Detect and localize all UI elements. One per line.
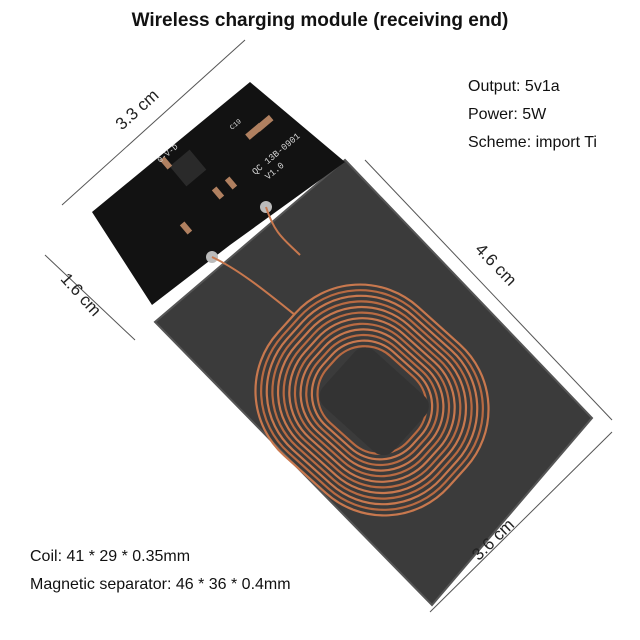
spec-scheme: Scheme: import Ti xyxy=(468,134,597,151)
ic-chip xyxy=(169,149,207,187)
coil-turn xyxy=(265,294,479,506)
coil-turn xyxy=(305,333,439,467)
coil-leads xyxy=(211,206,301,316)
spec-output: Output: 5v1a xyxy=(468,78,560,95)
coil-turn xyxy=(271,300,473,500)
coil-turn xyxy=(299,328,445,472)
coil-center xyxy=(319,347,429,456)
coil-turn xyxy=(288,317,456,483)
dimension-lines xyxy=(44,39,613,613)
spec-power: Power: 5W xyxy=(468,106,547,123)
coil-turn xyxy=(310,339,434,461)
coil-turn xyxy=(282,311,462,489)
spec-separator: Magnetic separator: 46 * 36 * 0.4mm xyxy=(30,576,291,593)
coil-turn xyxy=(260,289,484,511)
coil-turn xyxy=(276,305,468,495)
copper-coil xyxy=(254,283,490,517)
page-title: Wireless charging module (receiving end) xyxy=(131,10,509,31)
pcb-components xyxy=(159,114,274,235)
coil-turn xyxy=(293,322,451,478)
coil-turn xyxy=(254,283,490,517)
coil-turn xyxy=(316,345,428,455)
spec-coil: Coil: 41 * 29 * 0.35mm xyxy=(30,548,191,565)
